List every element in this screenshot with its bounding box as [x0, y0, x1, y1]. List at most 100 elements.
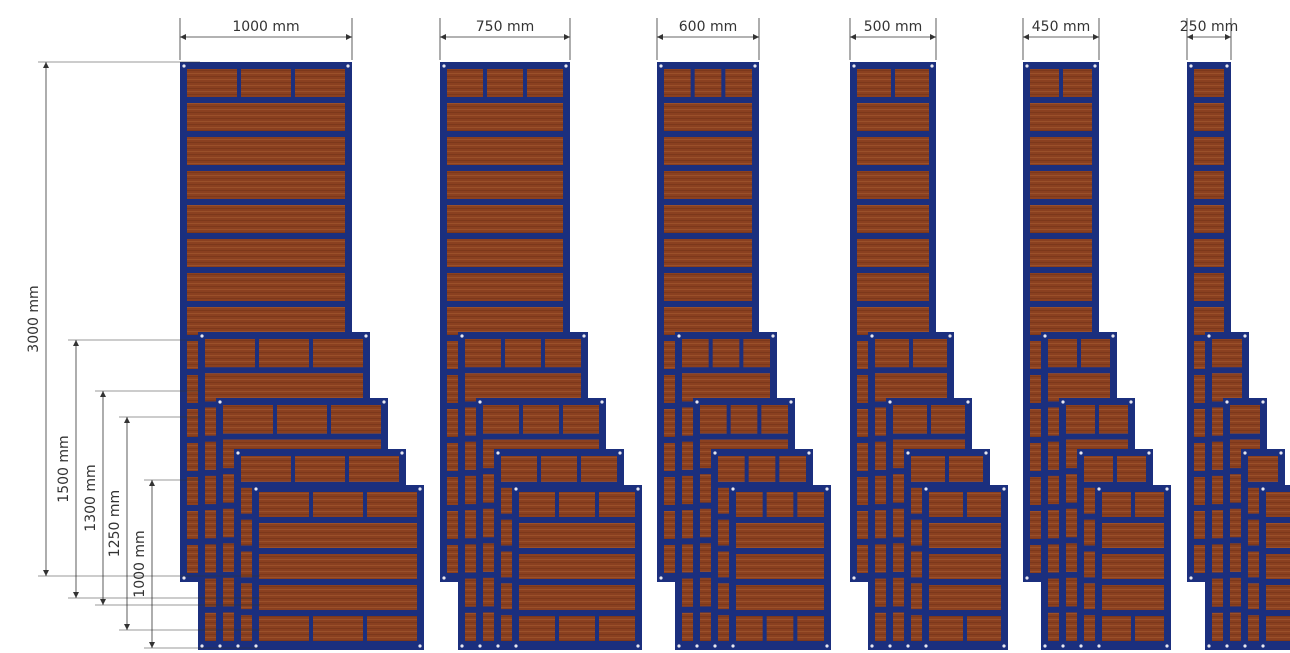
arrow-up-icon: [100, 391, 106, 397]
plywood-cell: [187, 239, 345, 267]
rivet: [1243, 451, 1247, 455]
rivet: [659, 64, 663, 68]
plywood-cell: [313, 339, 363, 368]
plywood-cell: [1194, 239, 1224, 267]
plywood-cell: [447, 205, 563, 233]
arrow-left-icon: [1187, 34, 1193, 40]
plywood-cell: [929, 616, 963, 641]
plywood-cell: [875, 373, 947, 402]
plywood-cell: [1030, 273, 1092, 301]
plywood-cell: [259, 585, 417, 610]
rivet: [254, 487, 258, 491]
arrow-down-icon: [43, 570, 49, 576]
plywood-cell: [519, 523, 635, 548]
plywood-cell: [1030, 69, 1059, 97]
plywood-cell: [559, 492, 595, 517]
rivet: [1097, 644, 1101, 648]
width-label: 450 mm: [1032, 19, 1090, 35]
arrow-left-icon: [440, 34, 446, 40]
arrow-down-icon: [73, 592, 79, 598]
plywood-cell: [1212, 373, 1242, 402]
rivet: [200, 334, 204, 338]
rivet: [1061, 400, 1065, 404]
plywood-cell: [929, 523, 1001, 548]
plywood-cell: [187, 205, 345, 233]
rivet: [852, 576, 856, 580]
plywood-cell: [1099, 405, 1128, 434]
plywood-cell: [1084, 456, 1113, 482]
panel-column-450: [1023, 62, 1171, 650]
plywood-cell: [664, 205, 752, 233]
plywood-cell: [875, 339, 909, 368]
plywood-cell: [857, 69, 891, 97]
arrow-up-icon: [149, 480, 155, 486]
panel-column-500: [850, 62, 1008, 650]
rivet: [400, 451, 404, 455]
rivet: [924, 487, 928, 491]
plywood-cell: [895, 69, 929, 97]
plywood-cell: [1030, 307, 1092, 335]
panel-600-1000: [729, 485, 831, 650]
plywood-cell: [1266, 554, 1290, 579]
rivet: [930, 64, 934, 68]
width-dimension: 500 mm: [849, 18, 937, 60]
rivet: [870, 334, 874, 338]
plywood-cell: [1030, 137, 1092, 165]
rivet: [713, 451, 717, 455]
plywood-cell: [736, 585, 824, 610]
rivet: [1079, 451, 1083, 455]
plywood-cell: [682, 339, 709, 368]
height-dimension: 1250 mm: [107, 416, 260, 631]
rivet: [200, 644, 204, 648]
arrow-left-icon: [657, 34, 663, 40]
plywood-cell: [1212, 339, 1242, 368]
plywood-cell: [187, 69, 237, 97]
rivet: [418, 487, 422, 491]
plywood-cell: [1266, 492, 1290, 517]
plywood-cell: [349, 456, 399, 482]
rivet: [1225, 400, 1229, 404]
rivet: [236, 644, 240, 648]
rivet: [636, 644, 640, 648]
arrow-up-icon: [124, 417, 130, 423]
plywood-cell: [1135, 616, 1164, 641]
plywood-cell: [857, 239, 929, 267]
plywood-cell: [1194, 307, 1224, 335]
rivet: [182, 64, 186, 68]
width-dimension: 450 mm: [1022, 18, 1100, 60]
plywood-cell: [313, 616, 363, 641]
rivet: [1165, 487, 1169, 491]
rivet: [825, 487, 829, 491]
plywood-cell: [1102, 616, 1131, 641]
rivet: [1097, 487, 1101, 491]
height-label: 1500 mm: [56, 435, 72, 502]
plywood-cell: [519, 585, 635, 610]
plywood-cell: [893, 405, 927, 434]
plywood-cell: [1194, 69, 1224, 97]
plywood-cell: [519, 554, 635, 579]
rivet: [888, 644, 892, 648]
plywood-cell: [1030, 239, 1092, 267]
arrow-right-icon: [1093, 34, 1099, 40]
arrow-right-icon: [930, 34, 936, 40]
plywood-cell: [1194, 137, 1224, 165]
arrow-left-icon: [180, 34, 186, 40]
rivet: [1225, 64, 1229, 68]
rivet: [677, 644, 681, 648]
plywood-cell: [1030, 103, 1092, 131]
rivet: [695, 644, 699, 648]
plywood-cell: [1194, 103, 1224, 131]
plywood-cell: [761, 405, 788, 434]
plywood-cell: [331, 405, 381, 434]
height-label: 1000 mm: [132, 530, 148, 597]
plywood-cell: [664, 273, 752, 301]
rivet: [182, 576, 186, 580]
panel-500-1000: [922, 485, 1008, 650]
panel-1000-1000: [252, 485, 424, 650]
plywood-cell: [259, 523, 417, 548]
rivet: [1243, 644, 1247, 648]
plywood-cell: [736, 492, 763, 517]
arrow-down-icon: [149, 642, 155, 648]
panel-750-1000: [512, 485, 642, 650]
rivet: [1079, 644, 1083, 648]
